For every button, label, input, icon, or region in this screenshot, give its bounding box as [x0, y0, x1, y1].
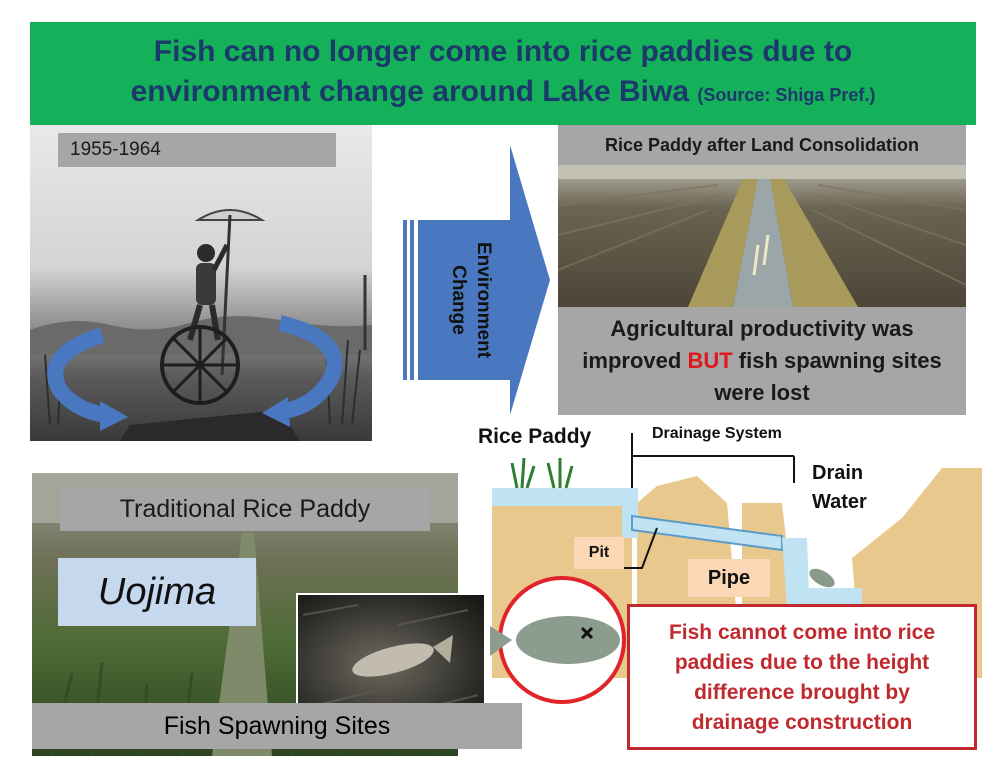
warning-line1: Fish cannot come into rice [668, 621, 936, 644]
consolidated-paddy-photo [558, 165, 966, 307]
productivity-text-box: Agricultural productivity was improved B… [558, 307, 966, 415]
warning-line4: drainage construction [691, 711, 913, 734]
title-line-1: Fish can no longer come into rice paddie… [153, 35, 853, 68]
consolidated-paddy-illustration [558, 165, 966, 307]
arrow-label-line2: Change [448, 265, 469, 335]
productivity-line2-before: improved [582, 348, 688, 373]
environment-change-arrow: Environment Change [403, 145, 550, 415]
productivity-line2: improved BUT fish spawning sites [558, 345, 966, 377]
uojima-label: Uojima [58, 558, 256, 626]
period-label: 1955-1964 [58, 133, 336, 167]
consolidation-header: Rice Paddy after Land Consolidation [558, 125, 966, 165]
traditional-paddy-label: Traditional Rice Paddy [60, 487, 430, 531]
title-line-2: environment change around Lake Biwa (Sou… [30, 72, 976, 115]
spawning-sites-label: Fish Spawning Sites [32, 703, 522, 749]
title-source: (Source: Shiga Pref.) [697, 85, 876, 105]
title-line-2-text: environment change around Lake Biwa [130, 75, 690, 108]
rice-paddy-label: Rice Paddy [478, 425, 592, 448]
pit-label: Pit [574, 537, 624, 569]
productivity-line2-after: fish spawning sites [732, 348, 942, 373]
drain-water-line2: Water [812, 491, 867, 513]
drainage-system-label: Drainage System [652, 425, 782, 442]
waterwheel-photo [30, 125, 372, 441]
arrow-label-line1: Environment [473, 242, 494, 359]
but-highlight: BUT [687, 348, 733, 373]
fish-illustration [302, 604, 479, 711]
waterwheel-illustration [30, 209, 372, 441]
warning-line2: paddies due to the height [674, 651, 930, 674]
warning-line3: difference brought by [694, 681, 910, 704]
warning-text-box: Fish cannot come into rice paddies due t… [627, 604, 977, 750]
drain-water-label: Drain Water [812, 459, 867, 517]
drain-water-line1: Drain [812, 462, 864, 484]
productivity-line3: were lost [714, 380, 810, 405]
pipe-label: Pipe [688, 559, 770, 597]
productivity-line1: Agricultural productivity was [610, 316, 914, 341]
title-banner: Fish can no longer come into rice paddie… [30, 22, 976, 125]
